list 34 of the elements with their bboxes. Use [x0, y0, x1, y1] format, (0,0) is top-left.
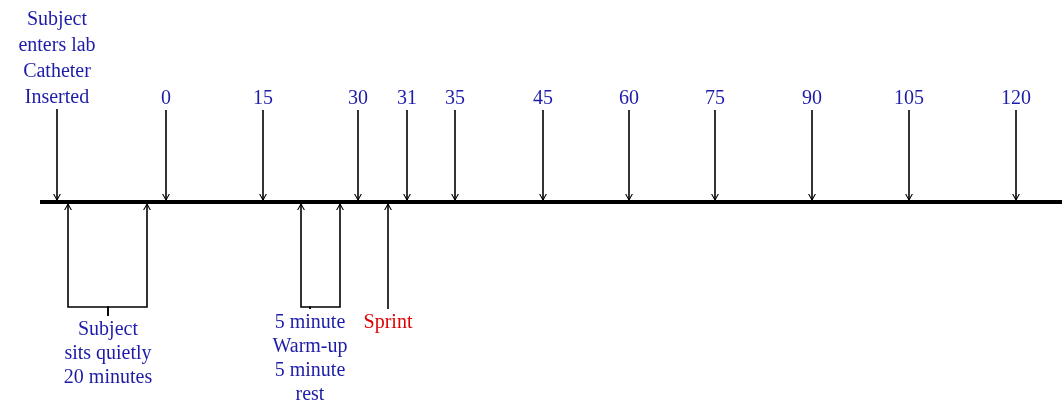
arrow — [403, 109, 412, 201]
arrow — [53, 108, 62, 201]
time-label: 105 — [894, 85, 924, 110]
arrow — [539, 109, 548, 201]
time-label: 35 — [445, 85, 465, 110]
arrow — [297, 203, 311, 310]
arrow — [451, 109, 460, 201]
arrow — [625, 109, 634, 201]
arrow — [107, 203, 152, 317]
arrow — [1012, 109, 1021, 201]
time-label: 120 — [1001, 85, 1031, 110]
time-label: 31 — [397, 85, 417, 110]
time-label: 90 — [802, 85, 822, 110]
arrow — [384, 203, 393, 310]
time-label: 5 minute Warm-up — [271, 309, 349, 357]
arrow — [259, 109, 267, 201]
time-label: 60 — [619, 85, 639, 110]
time-label: 30 — [348, 85, 368, 110]
arrow — [309, 203, 345, 310]
time-label: 5 minute rest — [273, 357, 347, 405]
time-label: Catheter Inserted — [22, 58, 92, 109]
arrow — [808, 109, 817, 201]
time-label: 15 — [253, 85, 273, 110]
time-label: 75 — [705, 85, 725, 110]
time-label: 45 — [533, 85, 553, 110]
arrow — [711, 109, 720, 201]
arrow — [354, 109, 363, 201]
timeline-axis — [40, 200, 1062, 204]
time-label: 0 — [161, 85, 171, 110]
time-label: Subject sits quietly 20 minutes — [63, 316, 153, 388]
time-label: Sprint — [363, 309, 413, 333]
arrow — [905, 109, 914, 201]
time-label: Subject enters lab — [17, 6, 97, 57]
arrow — [162, 109, 171, 201]
